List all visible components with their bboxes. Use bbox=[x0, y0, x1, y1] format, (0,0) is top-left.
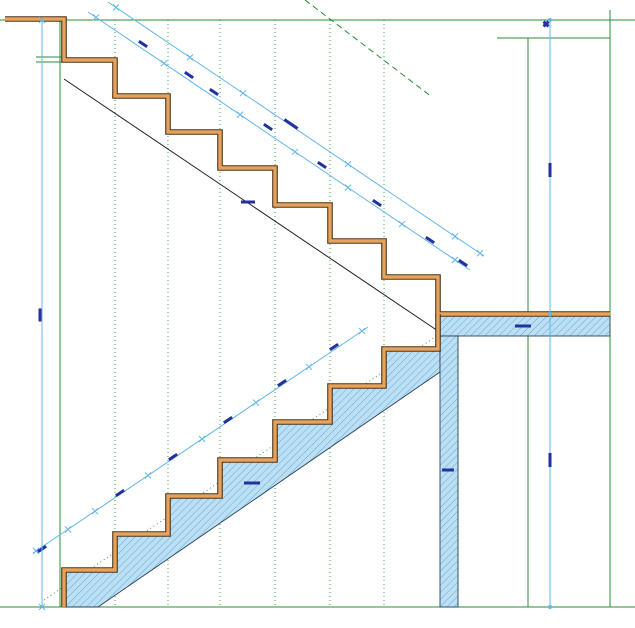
dimension-tick-mark bbox=[344, 184, 352, 191]
dimension-label-mark bbox=[115, 488, 125, 498]
dimension-label-mark bbox=[425, 235, 435, 245]
upper-flight-and-landing-timber bbox=[5, 17, 610, 316]
dimension-label-mark bbox=[277, 378, 287, 388]
dimension-tick-mark bbox=[358, 327, 366, 335]
dimension-tick-mark bbox=[305, 363, 313, 371]
dimension-tick-mark bbox=[239, 89, 247, 97]
dimension-tick-mark bbox=[112, 4, 120, 11]
dimension-tick-mark bbox=[92, 14, 100, 21]
element-label-mark bbox=[442, 468, 454, 472]
dimension-label-mark bbox=[542, 20, 550, 28]
dimension-tick-mark bbox=[451, 233, 459, 240]
dimension-tick-mark bbox=[252, 399, 260, 406]
dimension-tick-mark bbox=[38, 16, 46, 24]
dimension-label-mark bbox=[38, 308, 42, 322]
dimension-node-dot bbox=[548, 312, 552, 316]
dimension-tick-mark bbox=[198, 435, 206, 443]
dimension-label-mark bbox=[458, 258, 468, 268]
dimension-tick-mark bbox=[398, 220, 406, 228]
dimension-tick-mark bbox=[236, 111, 244, 119]
dimension-tick-mark bbox=[160, 59, 168, 67]
dimension-tick-mark bbox=[144, 472, 152, 479]
dimension-label-mark bbox=[263, 122, 273, 132]
dimension-label-mark bbox=[548, 453, 552, 467]
dimension-label-mark bbox=[138, 39, 148, 49]
dimension-label-mark bbox=[317, 160, 327, 170]
element-label-mark bbox=[515, 324, 531, 328]
dimension-tick-mark bbox=[344, 160, 352, 168]
dimension-tick-mark bbox=[38, 603, 46, 611]
dimension-label-mark bbox=[209, 87, 219, 97]
dimension-label-mark bbox=[168, 452, 178, 462]
dimension-label-mark bbox=[329, 342, 339, 352]
upper-flight-dimension-line-inner bbox=[87, 11, 471, 271]
dimension-label-mark bbox=[283, 118, 299, 130]
dimension-node-dot bbox=[548, 18, 552, 22]
upper-flight-soffit-line bbox=[63, 78, 439, 332]
dimension-tick-mark bbox=[32, 547, 40, 555]
element-label-mark bbox=[244, 481, 260, 485]
dimension-node-dot bbox=[548, 605, 552, 609]
dimension-tick-mark bbox=[186, 54, 194, 61]
dimension-tick-mark bbox=[291, 148, 299, 156]
element-label-mark bbox=[241, 200, 255, 204]
upper-flight-guide-dashed bbox=[304, 0, 433, 98]
dimension-tick-mark bbox=[91, 507, 99, 515]
dimension-label-mark bbox=[223, 415, 233, 425]
dimension-tick-mark bbox=[64, 526, 72, 533]
dimension-label-mark bbox=[372, 198, 382, 208]
dimension-label-mark bbox=[184, 70, 194, 80]
dimension-tick-mark bbox=[476, 249, 484, 257]
dimension-tick-mark bbox=[451, 256, 459, 264]
dimension-label-mark bbox=[548, 163, 552, 177]
lower-flight-timber bbox=[62, 314, 440, 607]
